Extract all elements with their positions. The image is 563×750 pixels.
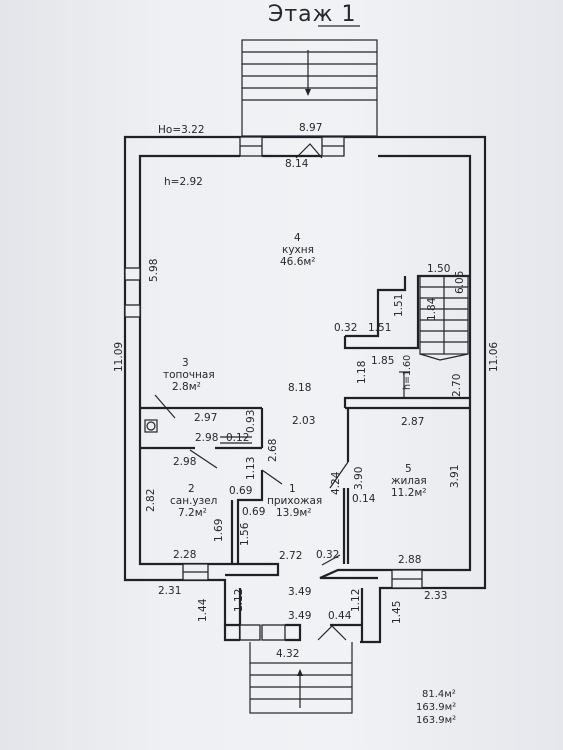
dim-label: 11.06 xyxy=(488,342,500,372)
dim-label: 2.87 xyxy=(401,416,424,428)
dim-label: 3.90 xyxy=(353,467,365,490)
dim-label: 2.98 xyxy=(173,456,196,468)
dim-label: 8.18 xyxy=(288,382,311,394)
dim-label: 0.12 xyxy=(226,432,249,444)
bottom-stairs xyxy=(249,642,353,714)
dim-label: 0.69 xyxy=(229,485,252,497)
h-main-mark: h=2.92 xyxy=(164,176,203,188)
dim-label: 1.12 xyxy=(233,589,245,612)
area-total: 163.9м² xyxy=(416,702,456,713)
dim-label: 1.45 xyxy=(391,601,403,624)
dim-label: 2.68 xyxy=(267,439,279,462)
dim-label: 1.85 xyxy=(371,355,394,367)
room-number: 4 xyxy=(294,232,301,244)
room-name: сан.узел xyxy=(170,495,217,507)
dim-label: 1.84 xyxy=(426,297,438,321)
room-boiler: 3 топочная 2.8м² xyxy=(163,357,215,393)
dim-label: 1.50 xyxy=(427,263,450,275)
dim-label: 1.51 xyxy=(393,294,405,317)
room-number: 3 xyxy=(182,357,189,369)
area-summary: 81.4м² 163.9м² 163.9м² xyxy=(416,689,456,726)
dim-label: 1.44 xyxy=(197,598,209,622)
ho-mark: Ho=3.22 xyxy=(158,124,205,136)
dim-label: 6.05 xyxy=(454,271,466,294)
room-kitchen: 4 кухня 46.6м² xyxy=(280,232,316,268)
room-hall: 1 прихожая 13.9м² xyxy=(267,483,322,519)
room-number: 1 xyxy=(289,483,296,495)
dim-label: 3.91 xyxy=(449,465,461,488)
dim-label: 1.18 xyxy=(356,361,368,384)
room-name: прихожая xyxy=(267,495,322,507)
dim-label: 2.97 xyxy=(194,412,217,424)
room-number: 5 xyxy=(405,463,412,475)
room-name: кухня xyxy=(282,244,314,256)
dim-label: 1.13 xyxy=(245,457,257,480)
dim-label: 11.09 xyxy=(113,342,125,372)
room-area: 46.6м² xyxy=(280,256,316,268)
dim-label: 2.70 xyxy=(451,374,463,397)
top-door-swing xyxy=(295,143,323,159)
dimensions: 8.97 8.14 11.09 5.98 11.06 1.50 6.05 1.5… xyxy=(113,122,500,660)
room-area: 7.2м² xyxy=(178,507,207,519)
dim-label: 1.12 xyxy=(350,589,362,612)
dim-label: 1.56 xyxy=(239,522,251,546)
room-bathroom: 2 сан.узел 7.2м² xyxy=(170,483,217,519)
room-name: жилая xyxy=(391,475,427,487)
dim-label: 8.97 xyxy=(299,122,322,134)
dim-label: 2.03 xyxy=(292,415,315,427)
dim-label: 1.69 xyxy=(213,519,225,542)
dim-label: 4.32 xyxy=(276,648,299,660)
internal-stairs xyxy=(399,275,469,397)
dim-label: 3.49 xyxy=(288,586,311,598)
windows xyxy=(124,136,423,641)
dim-label: 0.44 xyxy=(328,610,352,622)
h-stair-mark: h=1.60 xyxy=(402,355,413,390)
dim-label: 1.51 xyxy=(368,322,391,334)
dim-label: 2.88 xyxy=(398,554,421,566)
dim-label: 4.24 xyxy=(330,471,342,495)
room-area: 2.8м² xyxy=(172,381,201,393)
dim-label: 8.14 xyxy=(285,158,309,170)
dim-label: 3.49 xyxy=(288,610,311,622)
dim-label: 2.72 xyxy=(279,550,302,562)
dim-label: 2.31 xyxy=(158,585,181,597)
dim-label: 2.33 xyxy=(424,590,447,602)
dim-label: 0.32 xyxy=(334,322,357,334)
dim-label: 0.14 xyxy=(352,493,376,505)
plan-title: Этаж 1 xyxy=(268,2,356,27)
door-swings xyxy=(154,394,349,641)
area-total: 163.9м² xyxy=(416,715,456,726)
dim-label: 2.82 xyxy=(145,489,157,512)
area-total: 81.4м² xyxy=(422,689,456,700)
room-name: топочная xyxy=(163,369,215,381)
dim-label: 0.32 xyxy=(316,549,339,561)
dim-label: 0.69 xyxy=(242,506,265,518)
dim-label: 0.93 xyxy=(245,410,257,433)
room-area: 13.9м² xyxy=(276,507,312,519)
room-number: 2 xyxy=(188,483,195,495)
room-area: 11.2м² xyxy=(391,487,427,499)
dim-label: 2.28 xyxy=(173,549,196,561)
dim-label: 2.98 xyxy=(195,432,218,444)
dim-label: 5.98 xyxy=(148,259,160,282)
room-living: 5 жилая 11.2м² xyxy=(391,463,427,499)
